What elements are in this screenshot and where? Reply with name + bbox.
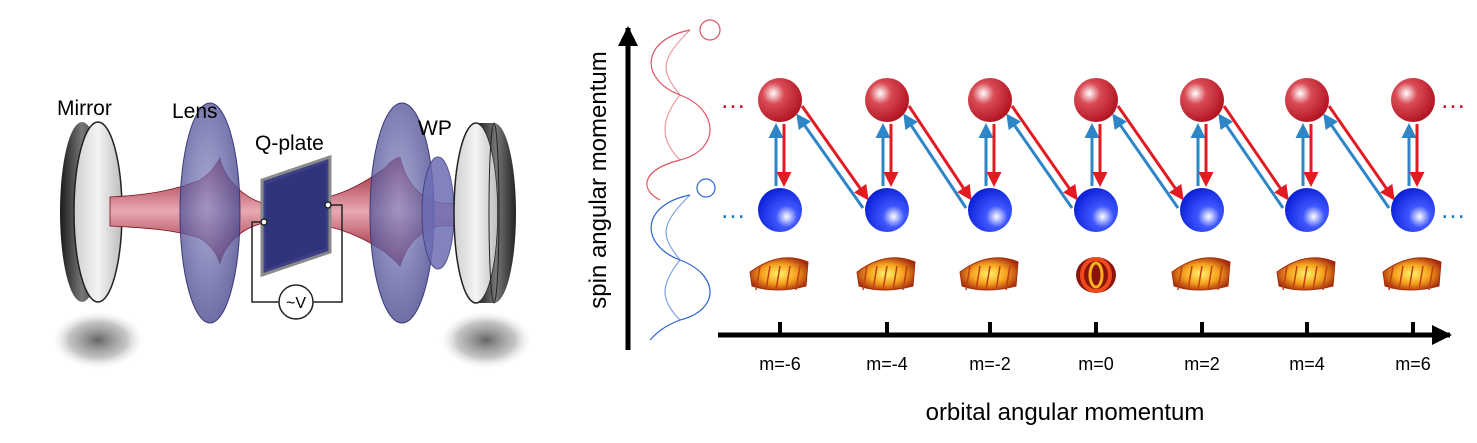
- spin-down-state: [968, 188, 1012, 232]
- lens-left: [179, 102, 241, 324]
- mirror-left: [60, 121, 123, 303]
- transition-arrow-diagonal-down: [800, 105, 869, 201]
- mode-profile-icon: [959, 257, 1019, 291]
- spin-up-state: [1285, 78, 1329, 122]
- voltage-label: ~V: [286, 295, 306, 312]
- spin-up-state: [968, 78, 1012, 122]
- transition-arrow-diagonal-down: [1116, 105, 1184, 201]
- y-axis-label: spin angular momentum: [585, 51, 612, 308]
- x-tick-label: m=0: [1078, 354, 1114, 374]
- red-helix-icon: [646, 19, 721, 201]
- ellipsis-top-left: …: [720, 84, 746, 114]
- ellipsis-bottom-left: …: [720, 194, 746, 224]
- transition-arrow-diagonal-up: [1218, 113, 1285, 209]
- spin-down-state: [758, 188, 802, 232]
- spin-down-state: [1180, 188, 1224, 232]
- state-ladder: [749, 78, 1442, 293]
- q-plate: [260, 154, 332, 278]
- wave-plate: [421, 156, 455, 270]
- spin-down-state: [865, 188, 909, 232]
- voltage-circuit: [251, 201, 343, 320]
- ellipsis-bottom-right: …: [1440, 194, 1466, 224]
- mode-profile-icon: [1171, 257, 1231, 291]
- transition-arrow-diagonal-up: [1112, 113, 1180, 209]
- voltage-source-symbol: [278, 284, 314, 320]
- ladder-diagram: spin angular momentum orbital angular mo…: [585, 19, 1466, 426]
- x-tick-label: m=2: [1184, 354, 1220, 374]
- ellipsis-top-right: …: [1440, 84, 1466, 114]
- transition-arrow-diagonal-down: [1222, 105, 1289, 201]
- transition-arrow-diagonal-down: [1327, 105, 1395, 201]
- transition-arrow-diagonal-down: [907, 105, 972, 201]
- x-tick-label: m=-2: [969, 354, 1011, 374]
- spin-down-state: [1391, 188, 1435, 232]
- spin-up-state: [1074, 78, 1118, 122]
- transition-arrow-diagonal-up: [1323, 113, 1391, 209]
- spin-down-state: [1285, 188, 1329, 232]
- spin-up-state: [758, 78, 802, 122]
- mirror-label: Mirror: [57, 97, 112, 120]
- mirror-left-shadow: [50, 310, 146, 370]
- mode-profile-icon: [856, 257, 916, 291]
- mode-profile-icon: [1076, 257, 1116, 293]
- spin-up-state: [1180, 78, 1224, 122]
- mode-profile-icon: [1382, 257, 1442, 291]
- qplate-label: Q-plate: [255, 132, 324, 155]
- optical-setup: ~V Mirror Lens Q-plate WP: [50, 97, 534, 370]
- mode-profile-icon: [749, 257, 809, 291]
- x-tick-label: m=-4: [866, 354, 908, 374]
- wp-label: WP: [418, 117, 452, 140]
- spin-up-state: [865, 78, 909, 122]
- transition-arrow-diagonal-up: [1006, 113, 1074, 209]
- blue-helix-icon: [649, 178, 716, 341]
- transition-arrow-diagonal-up: [903, 113, 968, 209]
- spin-up-state: [1391, 78, 1435, 122]
- x-tick-label: m=-6: [759, 354, 801, 374]
- lens-label: Lens: [172, 100, 218, 123]
- mirror-right: [453, 122, 516, 304]
- mirror-right-shadow: [438, 310, 534, 370]
- transition-arrow-diagonal-up: [796, 113, 865, 209]
- x-tick-label: m=6: [1395, 354, 1431, 374]
- transition-arrow-diagonal-down: [1010, 105, 1078, 201]
- spin-down-state: [1074, 188, 1118, 232]
- x-tick-label: m=4: [1289, 354, 1325, 374]
- x-axis-ticks: m=-6 m=-4 m=-2 m=0 m=2 m=4 m=6: [759, 322, 1431, 374]
- mode-profile-icon: [1276, 257, 1336, 291]
- x-axis-label: orbital angular momentum: [926, 399, 1205, 426]
